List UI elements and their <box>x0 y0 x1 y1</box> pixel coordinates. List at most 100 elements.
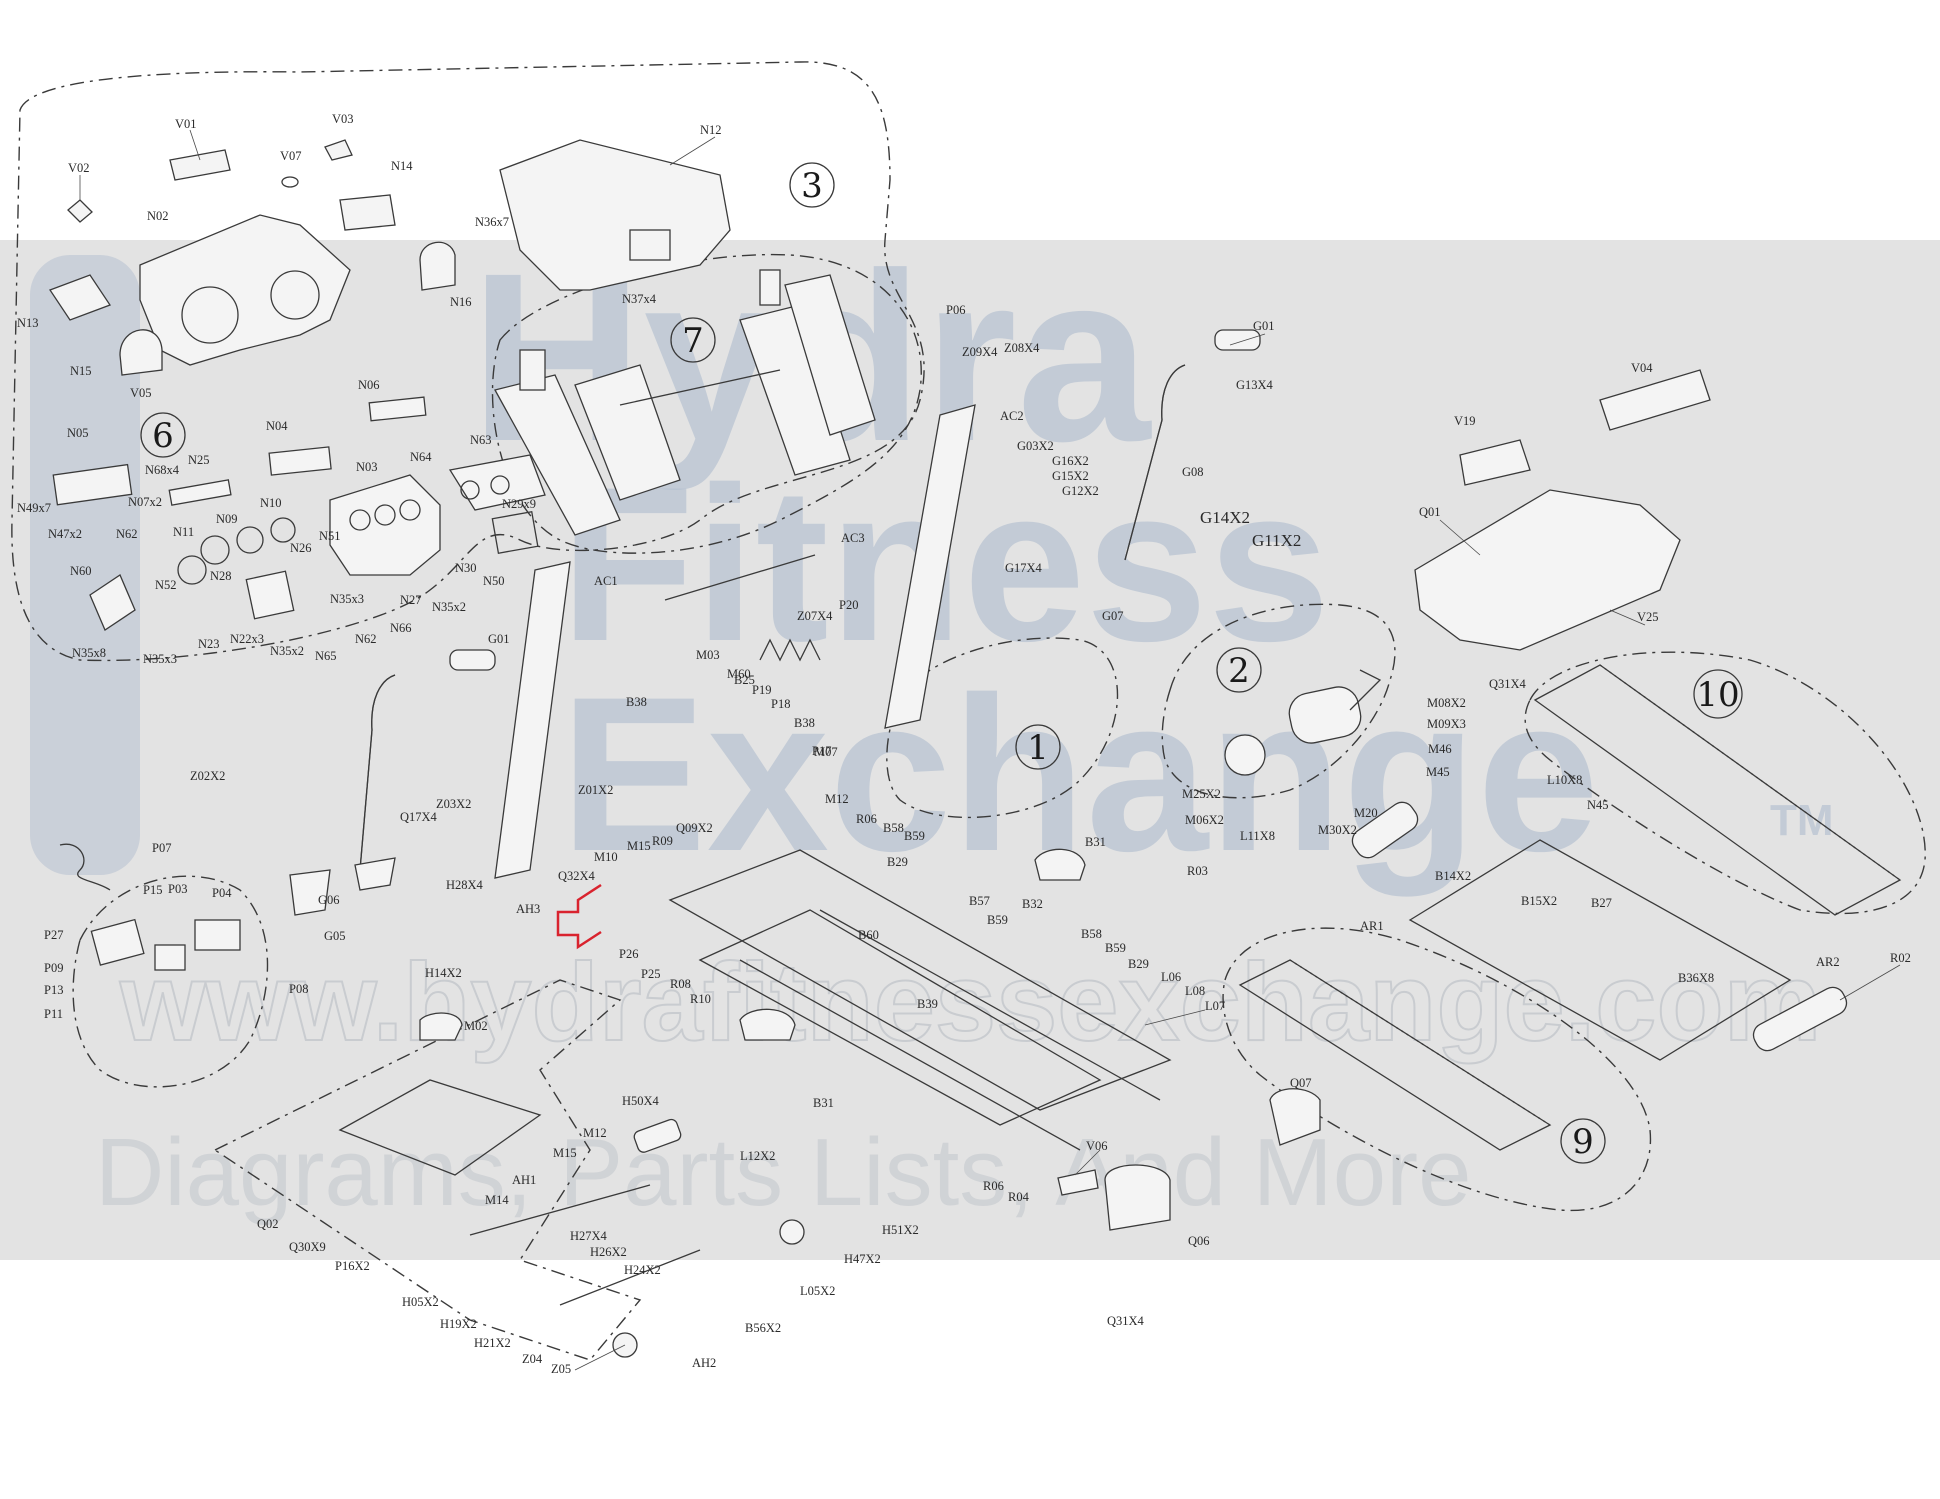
part-label: P07 <box>152 841 171 855</box>
section-number-6: 6 <box>140 412 186 458</box>
part-label: M12 <box>583 1126 607 1140</box>
part-label: P03 <box>168 882 187 896</box>
svg-text:1: 1 <box>1027 728 1049 768</box>
part-label: Q17X4 <box>400 810 438 824</box>
part-label: V07 <box>280 149 302 163</box>
part-label: V02 <box>68 161 90 175</box>
part-label: AR1 <box>1360 919 1384 933</box>
part-label: AH1 <box>512 1173 536 1187</box>
part-label: G13X4 <box>1236 378 1274 392</box>
part-label: B31 <box>1085 835 1106 849</box>
watermark-tagline: Diagrams, Parts Lists, And More <box>95 1119 1471 1226</box>
part-label: N02 <box>147 209 169 223</box>
part-label: V01 <box>175 117 197 131</box>
svg-text:2: 2 <box>1228 651 1250 691</box>
section-numbers: 3 7 6 1 2 10 9 <box>140 162 1743 1164</box>
part-label: Q31X4 <box>1489 677 1527 691</box>
part-label: N28 <box>210 569 232 583</box>
part-label: Z05 <box>551 1362 571 1376</box>
part-label: G08 <box>1182 465 1204 479</box>
part-label: N35x8 <box>72 646 106 660</box>
part-label: N03 <box>356 460 378 474</box>
part-label: N36x7 <box>475 215 509 229</box>
part-label: R06 <box>856 812 877 826</box>
part-label: AC3 <box>841 531 865 545</box>
part-label: G01 <box>488 632 510 646</box>
part-label: L05X2 <box>800 1284 835 1298</box>
part-label: M07 <box>814 745 838 759</box>
part-label: L11X8 <box>1240 829 1275 843</box>
part-label: N64 <box>410 450 432 464</box>
part-label: N25 <box>188 453 210 467</box>
part-label: G01 <box>1253 319 1275 333</box>
part-label: N15 <box>70 364 92 378</box>
part-label: N37x4 <box>622 292 657 306</box>
part-label: N12 <box>700 123 722 137</box>
part-label: AC2 <box>1000 409 1024 423</box>
part-label: N09 <box>216 512 238 526</box>
part-label: P18 <box>771 697 790 711</box>
part-label: N49x7 <box>17 501 51 515</box>
part-label: N35x2 <box>432 600 466 614</box>
part-label: Z01X2 <box>578 783 613 797</box>
part-label: N60 <box>70 564 92 578</box>
part-label: N23 <box>198 637 220 651</box>
part-label: N22x3 <box>230 632 264 646</box>
section-number-3: 3 <box>789 162 835 208</box>
watermark-url: www.hydrafitnessexchange.com <box>119 941 1821 1064</box>
part-label: N05 <box>67 426 89 440</box>
part-label: M14 <box>485 1193 509 1207</box>
part-label: V05 <box>130 386 152 400</box>
part-label: N06 <box>358 378 380 392</box>
section-number-9: 9 <box>1560 1118 1606 1164</box>
part-label: N66 <box>390 621 412 635</box>
part-label: B25 <box>734 673 755 687</box>
part-label: P04 <box>212 886 232 900</box>
part-label: L08 <box>1185 984 1205 998</box>
part-label: N63 <box>470 433 492 447</box>
part-label: P19 <box>752 683 771 697</box>
part-label: G16X2 <box>1052 454 1089 468</box>
part-label: P27 <box>44 928 63 942</box>
part-label: M06X2 <box>1185 813 1224 827</box>
part-label: H05X2 <box>402 1295 439 1309</box>
part-label: R10 <box>690 992 711 1006</box>
part-label: N11 <box>173 525 194 539</box>
part-label: M02 <box>464 1019 488 1033</box>
part-label: V03 <box>332 112 354 126</box>
part-label: H27X4 <box>570 1229 608 1243</box>
part-label: Q09X2 <box>676 821 713 835</box>
part-label: B58 <box>1081 927 1102 941</box>
part-label: B38 <box>794 716 815 730</box>
part-label: AH3 <box>516 902 540 916</box>
part-label: Z03X2 <box>436 797 471 811</box>
part-label: P11 <box>44 1007 63 1021</box>
group-outlines <box>11 61 1926 1361</box>
part-label: N27 <box>400 593 422 607</box>
part-label: N52 <box>155 578 177 592</box>
part-label: Q02 <box>257 1217 279 1231</box>
part-label: N51 <box>319 529 341 543</box>
part-label: B38 <box>626 695 647 709</box>
part-label: G05 <box>324 929 346 943</box>
part-label: Q32X4 <box>558 869 596 883</box>
part-label: B15X2 <box>1521 894 1557 908</box>
svg-text:7: 7 <box>682 321 704 361</box>
part-label: M09X3 <box>1427 717 1466 731</box>
part-label: N62 <box>116 527 138 541</box>
part-label: P06 <box>946 303 965 317</box>
part-label: V19 <box>1454 414 1476 428</box>
part-label: Z09X4 <box>962 345 998 359</box>
part-label: B57 <box>969 894 990 908</box>
part-label: L10X8 <box>1547 773 1582 787</box>
part-label: L06 <box>1161 970 1181 984</box>
part-label: N35x3 <box>143 652 177 666</box>
section-number-2: 2 <box>1216 647 1262 693</box>
part-label: N47x2 <box>48 527 82 541</box>
part-label: N68x4 <box>145 463 180 477</box>
svg-text:10: 10 <box>1696 675 1739 715</box>
highlight-arrow <box>556 883 602 950</box>
part-label: N13 <box>17 316 39 330</box>
part-label: G15X2 <box>1052 469 1089 483</box>
